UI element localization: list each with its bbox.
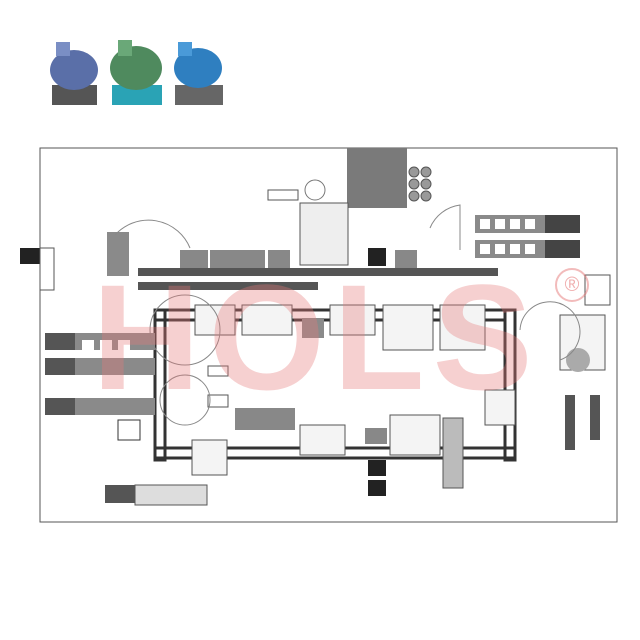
pump-blue-grey xyxy=(50,42,98,105)
pump-blue xyxy=(174,42,223,105)
registered-mark: ® xyxy=(555,268,589,302)
pump-green xyxy=(110,40,162,105)
layout-boundary xyxy=(39,147,618,523)
left-stations xyxy=(45,294,229,506)
